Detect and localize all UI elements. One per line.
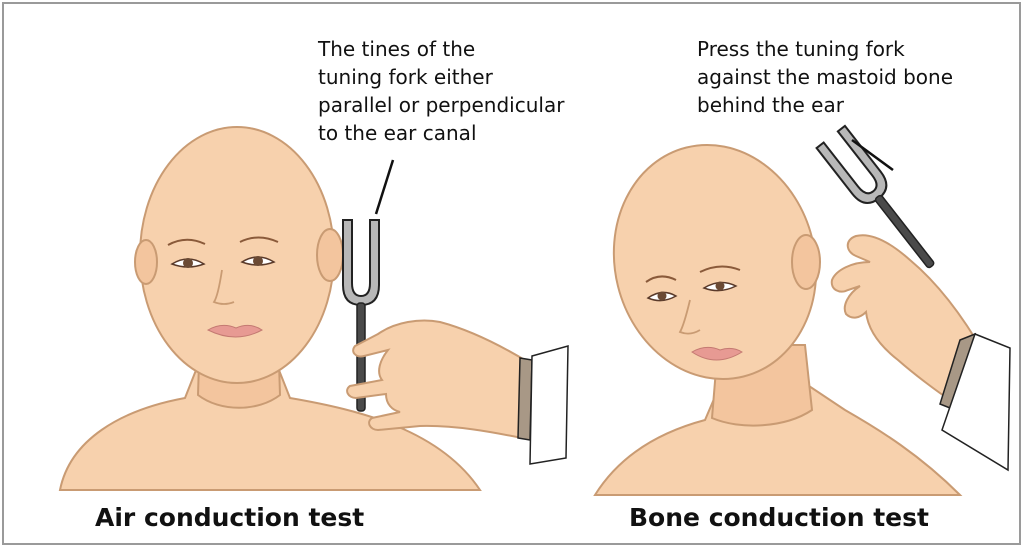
annotation-line: Press the tuning fork [697, 35, 953, 63]
right-patient-iris-2 [716, 282, 725, 291]
air-conduction-caption: Air conduction test [95, 503, 364, 532]
bone-conduction-annotation: Press the tuning fork against the mastoi… [697, 35, 953, 119]
bone-conduction-scene [589, 123, 1010, 495]
left-examiner-sleeve [530, 346, 568, 464]
annotation-line: against the mastoid bone [697, 63, 953, 91]
left-patient-ear-left [135, 240, 157, 284]
annotation-line: tuning fork either [318, 63, 564, 91]
left-examiner-cuff [518, 358, 532, 440]
air-conduction-scene [60, 127, 568, 490]
left-patient-head [140, 127, 334, 383]
left-patient-iris-2 [253, 256, 263, 266]
annotation-line: behind the ear [697, 91, 953, 119]
left-leader-line [376, 160, 393, 214]
annotation-line: The tines of the [318, 35, 564, 63]
right-patient-iris-1 [658, 292, 667, 301]
annotation-line: to the ear canal [318, 119, 564, 147]
right-patient-ear [792, 235, 820, 289]
left-patient-iris-1 [183, 258, 193, 268]
left-examiner-hand [347, 321, 528, 439]
air-conduction-annotation: The tines of the tuning fork either para… [318, 35, 564, 147]
bone-conduction-caption: Bone conduction test [629, 503, 929, 532]
annotation-line: parallel or perpendicular [318, 91, 564, 119]
left-patient-ear-right [317, 229, 343, 281]
